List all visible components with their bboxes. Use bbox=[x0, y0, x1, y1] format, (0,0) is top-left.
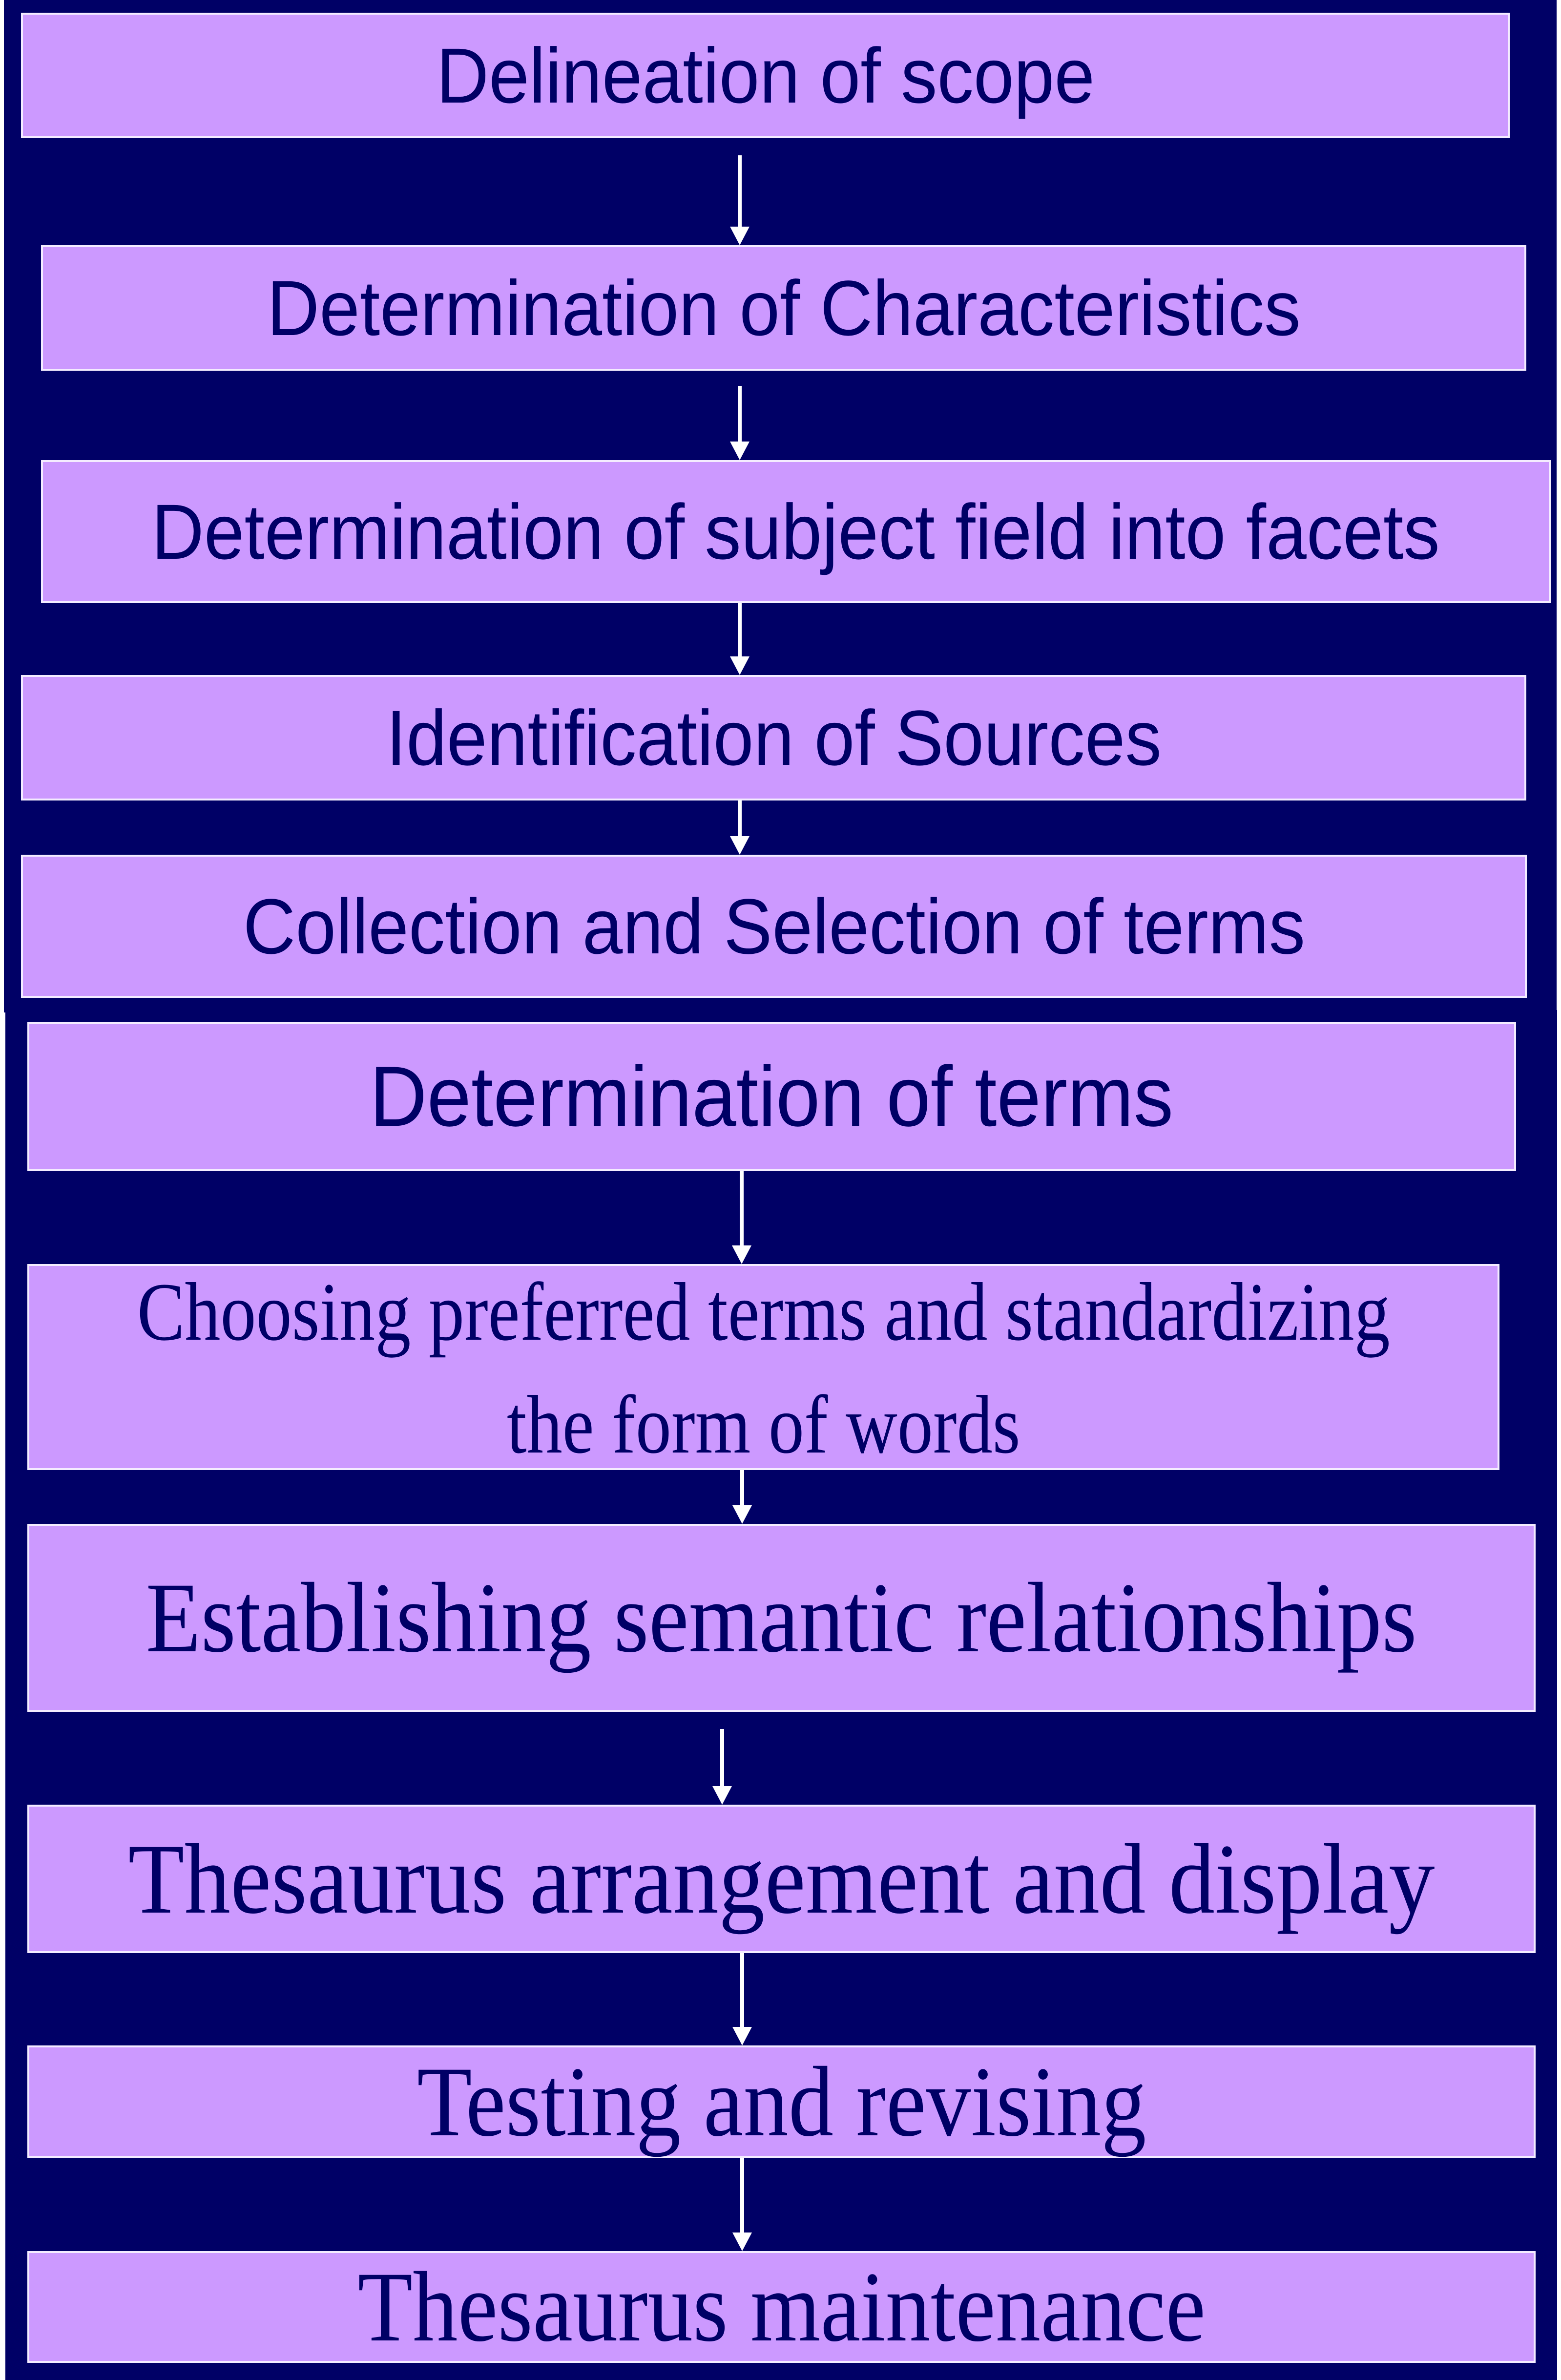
arrow-down-icon bbox=[730, 1171, 753, 1264]
arrow-down-icon bbox=[730, 1953, 754, 2045]
arrow-down-icon bbox=[728, 386, 751, 460]
step-box-subject-field-into-facets: Determination of subject field into face… bbox=[41, 460, 1551, 603]
step-label: Determination of terms bbox=[370, 1049, 1174, 1144]
step-box-collection-and-selection: Collection and Selection of terms bbox=[21, 855, 1527, 998]
step-label-line-1: Choosing preferred terms and standardizi… bbox=[137, 1266, 1390, 1358]
step-label: Delineation of scope bbox=[436, 31, 1095, 119]
step-box-choosing-preferred-terms: Choosing preferred terms and standardizi… bbox=[27, 1264, 1499, 1471]
step-box-delineation-of-scope: Delineation of scope bbox=[21, 13, 1510, 138]
arrow-down-icon bbox=[728, 800, 751, 855]
step-label: Thesaurus maintenance bbox=[357, 2252, 1206, 2362]
step-label: Establishing semantic relationships bbox=[146, 1562, 1417, 1673]
step-box-determination-of-terms: Determination of terms bbox=[27, 1022, 1516, 1171]
step-label: Identification of Sources bbox=[386, 694, 1162, 781]
step-label: Choosing preferred terms and standardizi… bbox=[137, 1265, 1390, 1471]
step-box-establishing-semantic-relationships: Establishing semantic relationships bbox=[27, 1524, 1536, 1712]
step-box-thesaurus-arrangement-and-display: Thesaurus arrangement and display bbox=[27, 1805, 1536, 1953]
step-box-identification-of-sources: Identification of Sources bbox=[21, 675, 1526, 800]
step-box-testing-and-revising: Testing and revising bbox=[27, 2045, 1536, 2158]
arrow-down-icon bbox=[730, 1470, 754, 1524]
step-label: Collection and Selection of terms bbox=[243, 882, 1305, 970]
step-label: Testing and revising bbox=[416, 2046, 1146, 2157]
step-box-determination-of-characteristics: Determination of Characteristics bbox=[41, 245, 1526, 371]
arrow-down-icon bbox=[728, 603, 751, 675]
step-label: Thesaurus arrangement and display bbox=[128, 1823, 1435, 1935]
arrow-down-icon bbox=[710, 1729, 734, 1805]
step-label-line-2: the form of words bbox=[506, 1378, 1020, 1471]
step-label: Determination of Characteristics bbox=[267, 264, 1301, 352]
step-box-thesaurus-maintenance: Thesaurus maintenance bbox=[27, 2251, 1536, 2363]
step-label: Determination of subject field into face… bbox=[151, 487, 1440, 575]
arrow-down-icon bbox=[728, 155, 751, 245]
arrow-down-icon bbox=[730, 2158, 754, 2251]
